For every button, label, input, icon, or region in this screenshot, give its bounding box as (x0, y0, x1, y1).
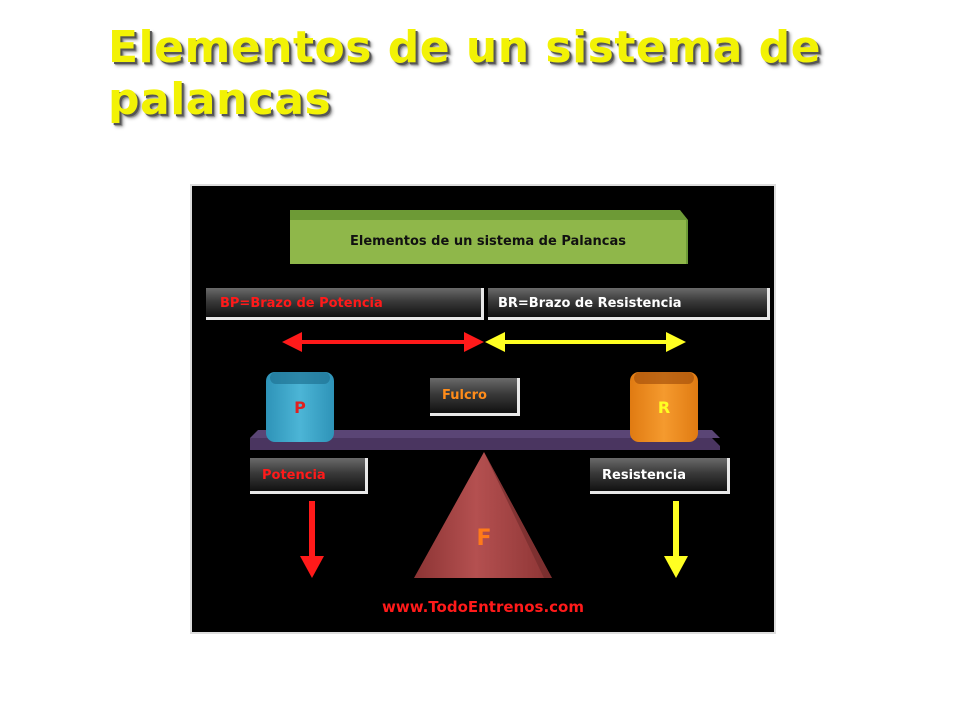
resistencia-arm-arrow (485, 332, 686, 352)
br-label-bar (488, 288, 770, 320)
resistencia-block (630, 372, 698, 442)
bp-label-bar (206, 288, 484, 320)
potencia-label: Potencia (262, 468, 326, 483)
potencia-block (266, 372, 334, 442)
lever-beam (250, 438, 720, 450)
diagram-header-text: Elementos de un sistema de Palancas (350, 234, 626, 249)
fulcrum-triangle (414, 452, 552, 578)
fulcro-label: Fulcro (442, 388, 487, 403)
potencia-arm-arrow (282, 332, 484, 352)
potencia-force-arrow (300, 501, 324, 578)
fulcro-label-bar (430, 378, 520, 416)
p-block-letter: P (294, 398, 306, 417)
website-text: www.TodoEntrenos.com (381, 598, 584, 616)
br-label: BR=Brazo de Resistencia (498, 296, 682, 311)
bp-label: BP=Brazo de Potencia (220, 296, 383, 311)
lever-diagram: Elementos de un sistema de Palancas BP=B… (190, 184, 776, 634)
resistencia-label-bar (590, 458, 730, 494)
r-block-letter: R (657, 398, 671, 417)
diagram-graphics (250, 210, 720, 578)
resistencia-force-arrow (664, 501, 688, 578)
slide-title: Elementos de un sistema de palancas (108, 22, 821, 125)
resistencia-label: Resistencia (602, 468, 686, 483)
potencia-label-bar (250, 458, 368, 494)
header-block (290, 210, 688, 264)
f-block-letter: F (476, 526, 492, 551)
